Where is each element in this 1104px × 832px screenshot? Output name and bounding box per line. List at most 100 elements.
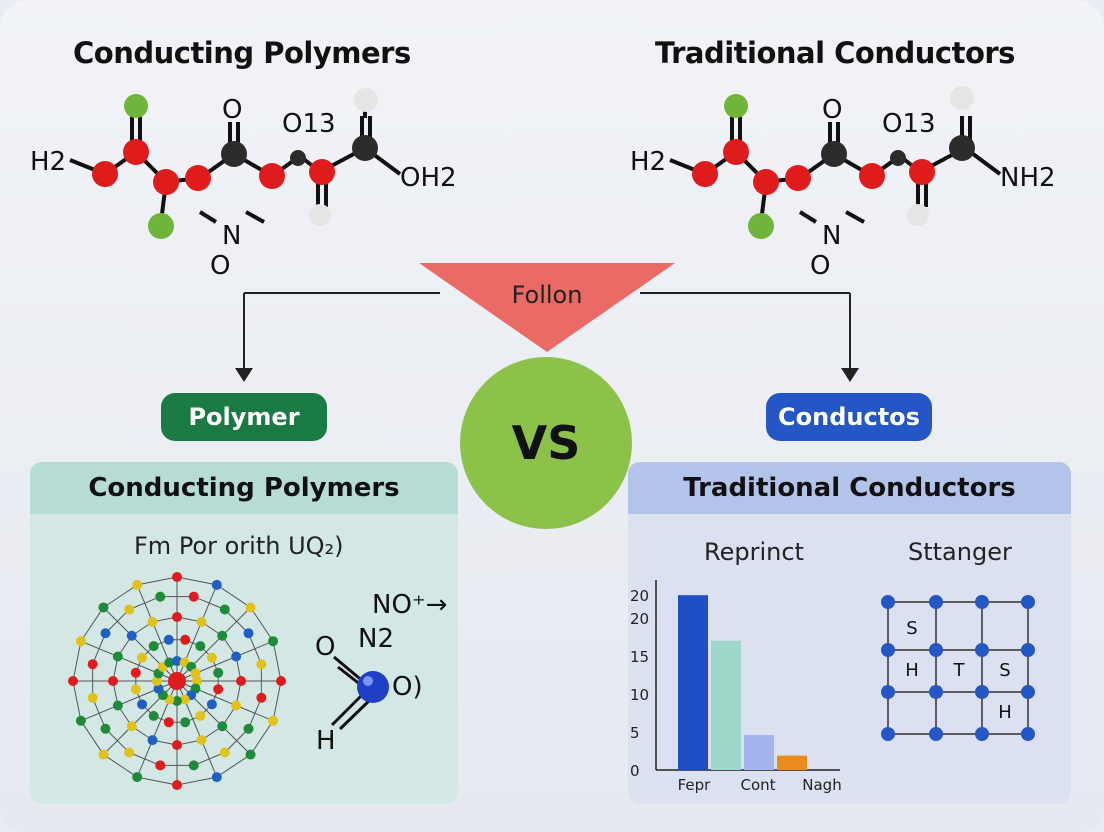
network-atom bbox=[112, 700, 123, 711]
network-atom bbox=[100, 723, 111, 734]
grid-node bbox=[929, 727, 943, 741]
network-atom bbox=[196, 735, 207, 746]
network-atom bbox=[172, 780, 182, 790]
atom-c bbox=[290, 150, 306, 166]
network-atom bbox=[112, 651, 123, 662]
grid-heading: Sttanger bbox=[908, 538, 1012, 566]
left-o-top-label: O bbox=[222, 95, 242, 125]
atom-o bbox=[785, 165, 811, 191]
network-atom bbox=[192, 676, 202, 686]
network-atom bbox=[148, 710, 159, 721]
network-atom bbox=[179, 694, 190, 705]
network-atom bbox=[75, 715, 86, 726]
right-n-label: N bbox=[822, 221, 841, 251]
network-atom bbox=[100, 628, 111, 639]
left-h2-label: H2 bbox=[30, 147, 66, 177]
right-molecule: H2 O O13 NH2 N O bbox=[630, 86, 1056, 281]
o-right-label: O) bbox=[392, 672, 423, 702]
left-n-label: N bbox=[222, 221, 241, 251]
polymer-pill: Polymer bbox=[161, 393, 327, 441]
network-atom bbox=[219, 604, 230, 615]
network-atom bbox=[172, 656, 182, 666]
y-tick-label: 0 bbox=[630, 762, 640, 780]
network-bond bbox=[193, 596, 225, 610]
network-atom bbox=[268, 715, 279, 726]
network-atom bbox=[245, 602, 256, 613]
left-title: Conducting Polymers bbox=[73, 36, 411, 70]
left-panel: Conducting Polymers Fm Por orith UQ₂) NO… bbox=[30, 462, 458, 804]
network-bond bbox=[103, 754, 138, 778]
grid-node bbox=[975, 643, 989, 657]
network-atom bbox=[213, 667, 224, 678]
network-bond bbox=[92, 697, 106, 729]
atom-c bbox=[352, 135, 378, 161]
atom-o bbox=[753, 169, 779, 195]
grid-node bbox=[881, 685, 895, 699]
network-atom bbox=[231, 700, 242, 711]
grid-letter: S bbox=[906, 618, 917, 639]
no-label: NO⁺→ bbox=[372, 590, 447, 620]
network-bond bbox=[272, 641, 282, 682]
network-atom bbox=[164, 657, 175, 668]
follon-triangle bbox=[419, 263, 675, 352]
atom-n bbox=[357, 671, 389, 703]
network-atom bbox=[98, 749, 109, 760]
left-arrowhead bbox=[235, 368, 253, 382]
grid-node bbox=[1021, 595, 1035, 609]
network-bond bbox=[129, 596, 161, 610]
left-o-bottom-label: O bbox=[210, 251, 230, 281]
network-bond bbox=[176, 576, 217, 586]
bar bbox=[777, 755, 807, 770]
network-bond bbox=[137, 776, 178, 786]
network-atom bbox=[153, 683, 164, 694]
right-o-top-label: O bbox=[822, 95, 842, 125]
atom-o bbox=[92, 161, 118, 187]
atom-cl bbox=[748, 213, 774, 239]
atom-o bbox=[259, 163, 285, 189]
network-atom bbox=[243, 723, 254, 734]
network-bond bbox=[250, 720, 274, 755]
network-atom bbox=[147, 616, 158, 627]
network-atom bbox=[236, 676, 246, 686]
grid-letter: H bbox=[905, 660, 919, 681]
network-atom bbox=[98, 602, 109, 613]
atom-c bbox=[221, 141, 247, 167]
h-label: H bbox=[316, 726, 336, 756]
network-atom bbox=[188, 760, 199, 771]
network-atom bbox=[180, 634, 191, 645]
o-label: O bbox=[315, 632, 335, 662]
network-atom bbox=[276, 676, 286, 686]
network-atom bbox=[163, 634, 174, 645]
network-bond bbox=[216, 754, 251, 778]
atom-h bbox=[309, 204, 331, 226]
network-atom bbox=[87, 692, 98, 703]
grid-node bbox=[881, 727, 895, 741]
y-tick-label: 10 bbox=[630, 686, 649, 704]
network-bond bbox=[248, 697, 262, 729]
y-tick-label: 20 bbox=[630, 610, 649, 628]
network-atom bbox=[126, 630, 137, 641]
network-atom bbox=[180, 717, 191, 728]
network-atom bbox=[206, 652, 217, 663]
network-bond bbox=[80, 720, 104, 755]
network-core bbox=[168, 672, 186, 690]
left-panel-title: Conducting Polymers bbox=[30, 462, 458, 514]
network-bond bbox=[248, 633, 262, 665]
grid-node bbox=[975, 685, 989, 699]
network-bond bbox=[72, 680, 82, 721]
y-tick-label: 5 bbox=[630, 724, 640, 742]
network-bond bbox=[103, 584, 138, 608]
atom-h bbox=[950, 86, 974, 110]
y-tick-label: 15 bbox=[630, 648, 649, 666]
right-h2-label: H2 bbox=[630, 147, 666, 177]
x-tick-label: Cont bbox=[740, 776, 775, 794]
network-bond bbox=[105, 728, 130, 753]
left-molecule: H2 O O13 OH2 N O bbox=[30, 88, 457, 281]
network-atom bbox=[195, 710, 206, 721]
follon-label: Follon bbox=[512, 281, 583, 309]
grid-letter: H bbox=[998, 702, 1012, 723]
atom-o bbox=[309, 159, 335, 185]
network-atom bbox=[211, 579, 222, 590]
network-atom bbox=[68, 676, 78, 686]
network-atom bbox=[137, 652, 148, 663]
